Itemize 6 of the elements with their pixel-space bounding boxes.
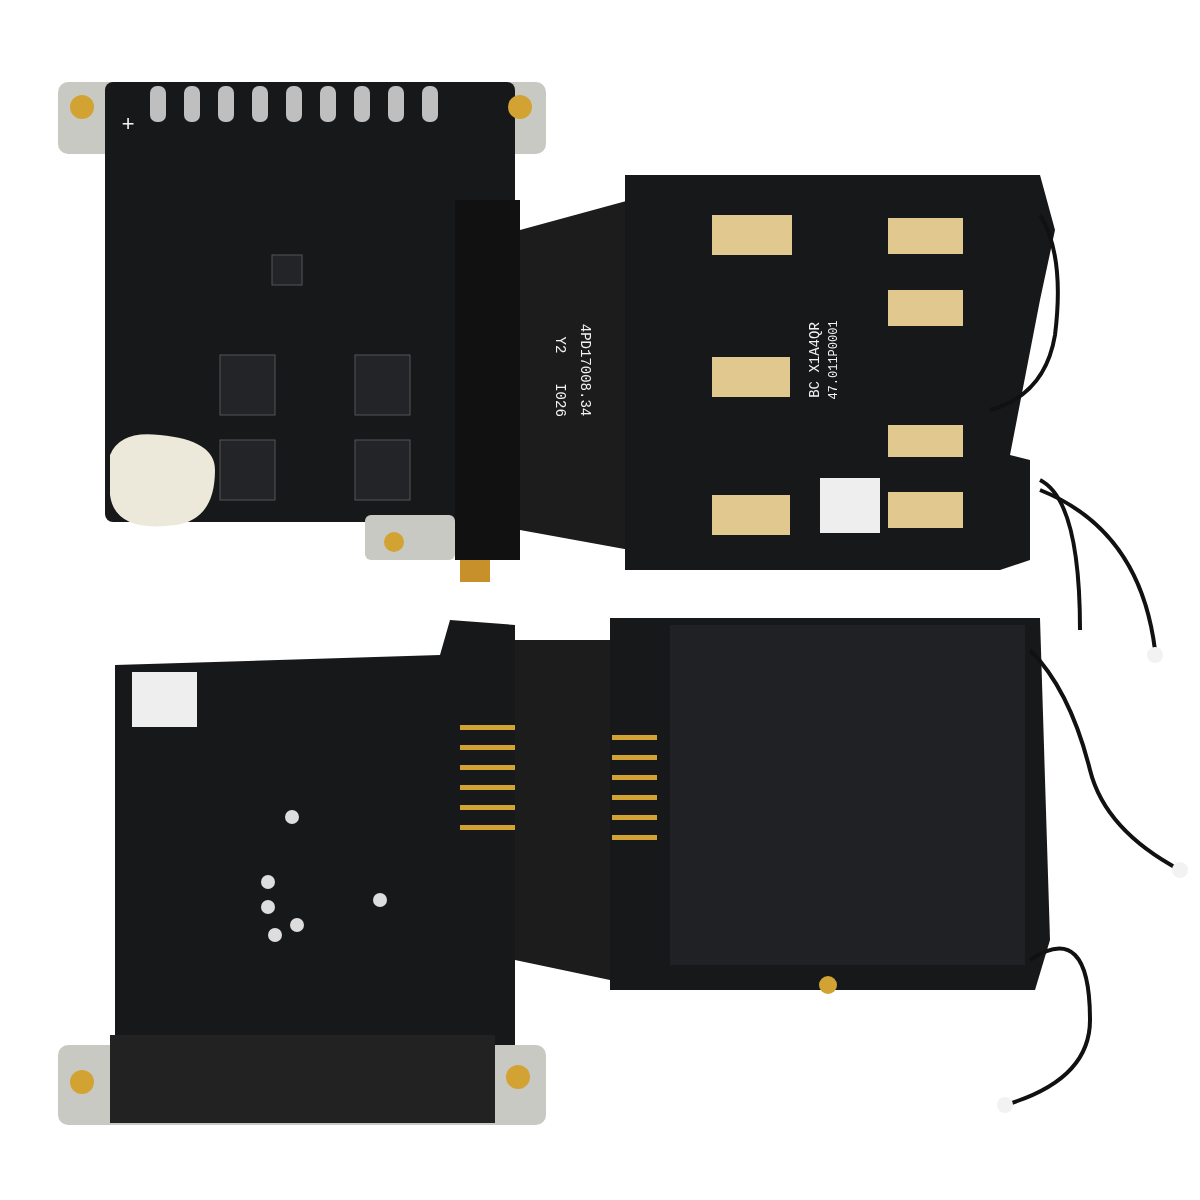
silkscreen-marking: 4PD17008.34: [578, 323, 593, 417]
silkscreen-marking: BC X1A4QR: [807, 322, 822, 398]
silkscreen-marking: I026: [552, 383, 567, 417]
silkscreen-marking: Y2: [552, 336, 567, 354]
silkscreen-marking: +: [121, 115, 135, 137]
silkscreen-marking: 47.011P0001: [827, 320, 840, 400]
